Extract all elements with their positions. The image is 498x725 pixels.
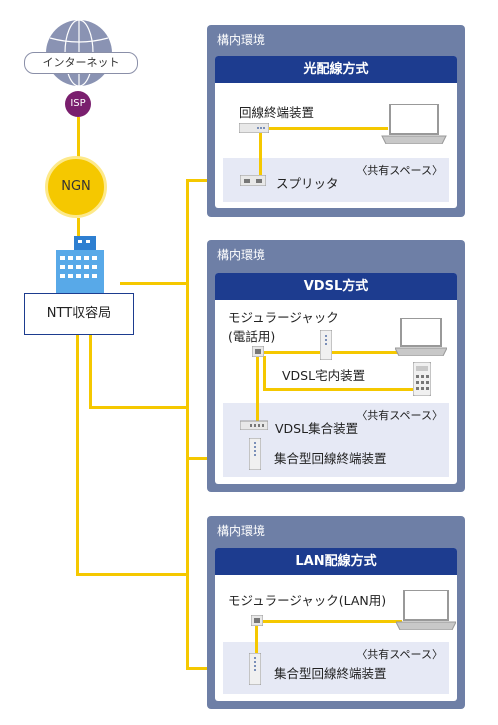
line-office-vdsl-down <box>89 333 92 408</box>
lan-jack-icon <box>251 615 263 626</box>
line-jack-phone-down <box>263 356 266 390</box>
jack-label-line2: (電話用) <box>228 329 276 344</box>
collective-device-icon <box>249 438 261 470</box>
onu-device-icon <box>239 123 269 133</box>
panel-title: VDSL方式 <box>215 273 457 300</box>
line-vdsl-vertical <box>256 355 259 425</box>
line-office-lan-down <box>76 333 79 575</box>
line-isp-ngn <box>77 117 80 157</box>
shared-space-label: 〈共有スペース〉 <box>356 409 443 422</box>
building-icon <box>56 236 104 294</box>
panel-title: 光配線方式 <box>215 56 457 83</box>
collective-device-icon <box>249 653 261 685</box>
panel-header: 構内環境 <box>217 248 266 262</box>
ngn-circle: NGN <box>45 156 107 218</box>
line-lan-vertical <box>255 625 258 653</box>
shared-space: 〈共有スペース〉 <box>223 642 449 694</box>
line-lan-jack-pc <box>262 620 402 623</box>
vdsl-home-device-icon <box>320 330 332 360</box>
line-office-trunk <box>120 282 188 285</box>
lan-jack-label: モジュラージャック(LAN用) <box>228 593 387 608</box>
panel-header: 構内環境 <box>217 33 266 47</box>
shared-space-label: 〈共有スペース〉 <box>356 164 443 177</box>
line-main-trunk <box>186 179 189 669</box>
telephone-icon <box>413 362 431 396</box>
panel-header: 構内環境 <box>217 524 266 538</box>
line-office-lan-across <box>76 573 188 576</box>
ntt-office-box: NTT収容局 <box>24 293 134 335</box>
laptop-icon <box>395 318 447 356</box>
isp-badge: ISP <box>65 91 91 117</box>
splitter-icon <box>240 175 266 186</box>
laptop-icon <box>381 104 447 144</box>
laptop-icon <box>396 590 456 630</box>
line-jack-phone-across <box>263 388 418 391</box>
line-splitter-device <box>259 133 262 178</box>
jack-label-line1: モジュラージャック <box>228 310 339 325</box>
internet-label: インターネット <box>24 52 138 74</box>
shared-space-label: 〈共有スペース〉 <box>356 648 443 661</box>
line-jack-pc <box>262 351 402 354</box>
line-office-vdsl-across <box>89 406 188 409</box>
vdsl-shared-label: VDSL集合装置 <box>275 421 359 436</box>
vdsl-home-label: VDSL宅内装置 <box>282 368 366 383</box>
vdsl-shared-device-icon <box>240 420 268 430</box>
modular-jack-icon <box>252 346 264 357</box>
line-ngn-office <box>77 218 80 246</box>
line-device-pc <box>268 127 388 130</box>
splitter-label: スプリッタ <box>276 176 339 191</box>
device-label: 回線終端装置 <box>239 105 315 120</box>
collective-label: 集合型回線終端装置 <box>274 666 387 681</box>
panel-title: LAN配線方式 <box>215 548 457 575</box>
collective-label: 集合型回線終端装置 <box>274 451 387 466</box>
